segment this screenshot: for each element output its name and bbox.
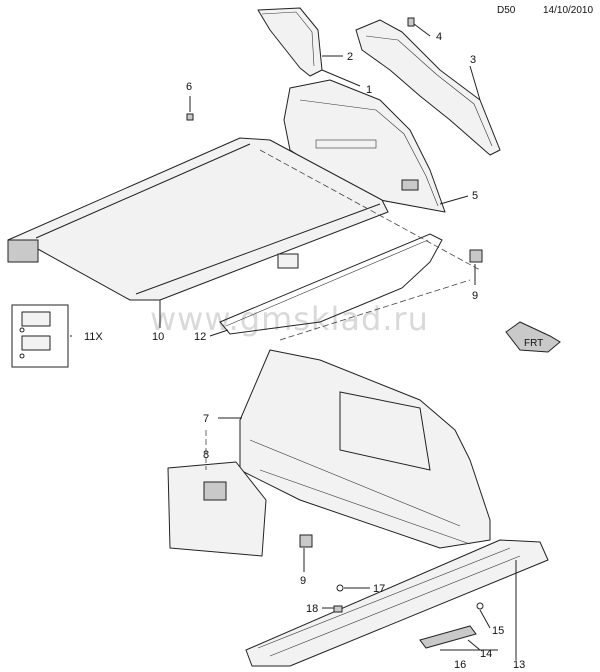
part-13-sill-plate: [245, 539, 549, 667]
watermark: www.gmsklad.ru: [150, 300, 429, 338]
diagram-code: D50: [497, 5, 516, 16]
callout-6: 6: [186, 81, 192, 93]
callout-4: 4: [436, 31, 442, 43]
diagram-date: 14/10/2010: [543, 5, 593, 16]
part-11x-inset: [11, 304, 69, 368]
callout-3: 3: [470, 54, 476, 66]
part-7-side-trim: [239, 349, 491, 549]
callout-11x: 11X: [84, 331, 103, 343]
callout-17: 17: [373, 583, 385, 595]
part-17-screw: [336, 584, 344, 592]
callout-9b: 9: [300, 575, 306, 587]
callout-2: 2: [347, 51, 353, 63]
part-12-net-frame: [219, 233, 443, 335]
part-8-cover-panel: [167, 461, 267, 557]
part-6-fastener: [186, 113, 194, 121]
front-label: FRT: [524, 338, 543, 349]
front-arrow-icon: FRT: [505, 321, 561, 353]
callout-12: 12: [194, 331, 206, 343]
callout-15: 15: [492, 625, 504, 637]
part-3-right-upper-trim: [355, 17, 501, 156]
part-9-clip-lower: [299, 534, 313, 548]
callout-16: 16: [454, 659, 466, 671]
callout-13: 13: [513, 659, 525, 671]
part-9-clip-upper: [469, 249, 483, 263]
part-1-upper-trim: [257, 7, 323, 77]
callout-8: 8: [203, 449, 209, 461]
callout-10: 10: [152, 331, 164, 343]
callout-1: 1: [366, 84, 372, 96]
part-10-luggage-cover: [7, 137, 389, 301]
leader-lines: [70, 23, 517, 660]
part-15-clip: [476, 602, 484, 610]
callout-7: 7: [203, 413, 209, 425]
callout-14: 14: [480, 648, 492, 660]
callout-5: 5: [472, 190, 478, 202]
part-5-quarter-trim: [283, 79, 446, 213]
callout-9a: 9: [472, 290, 478, 302]
part-18-nut: [333, 605, 343, 613]
callout-18: 18: [306, 603, 318, 615]
